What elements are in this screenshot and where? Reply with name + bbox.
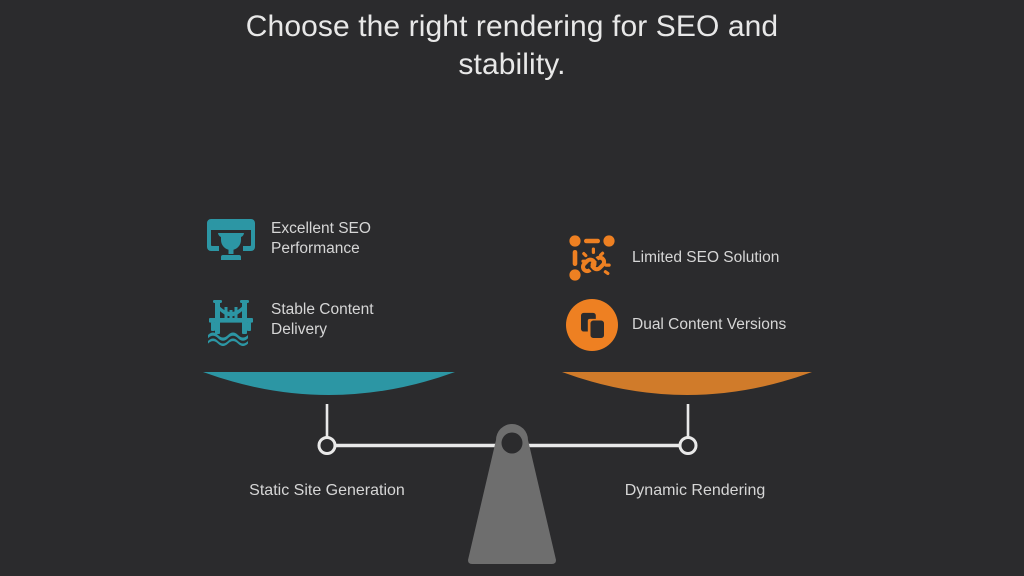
broken-link-icon bbox=[569, 235, 615, 281]
page-title: Choose the right rendering for SEO and s… bbox=[245, 10, 779, 81]
feature-stable-content-delivery: Stable Content Delivery bbox=[205, 294, 455, 346]
left-pan bbox=[203, 372, 455, 395]
left-pan-label: Static Site Generation bbox=[249, 482, 405, 499]
feature-label: Dual Content Versions bbox=[632, 316, 787, 333]
right-pan bbox=[562, 372, 812, 395]
right-pan-label: Dynamic Rendering bbox=[624, 482, 766, 499]
fulcrum bbox=[468, 424, 556, 564]
feature-limited-seo-solution: Limited SEO Solution bbox=[566, 232, 866, 284]
duplicate-pages-icon bbox=[566, 299, 618, 351]
feature-excellent-seo-performance: Excellent SEO Performance bbox=[205, 213, 455, 265]
right-beam-ring bbox=[678, 436, 698, 455]
feature-dual-content-versions: Dual Content Versions bbox=[566, 299, 866, 351]
bridge-icon bbox=[208, 300, 253, 346]
browser-trophy-icon bbox=[207, 219, 255, 260]
feature-label: Limited SEO Solution bbox=[632, 249, 780, 266]
fulcrum-pivot-hole bbox=[501, 432, 523, 454]
feature-label: Excellent SEO Performance bbox=[271, 220, 371, 257]
left-beam-ring bbox=[317, 436, 337, 455]
feature-label: Stable Content Delivery bbox=[271, 301, 374, 338]
